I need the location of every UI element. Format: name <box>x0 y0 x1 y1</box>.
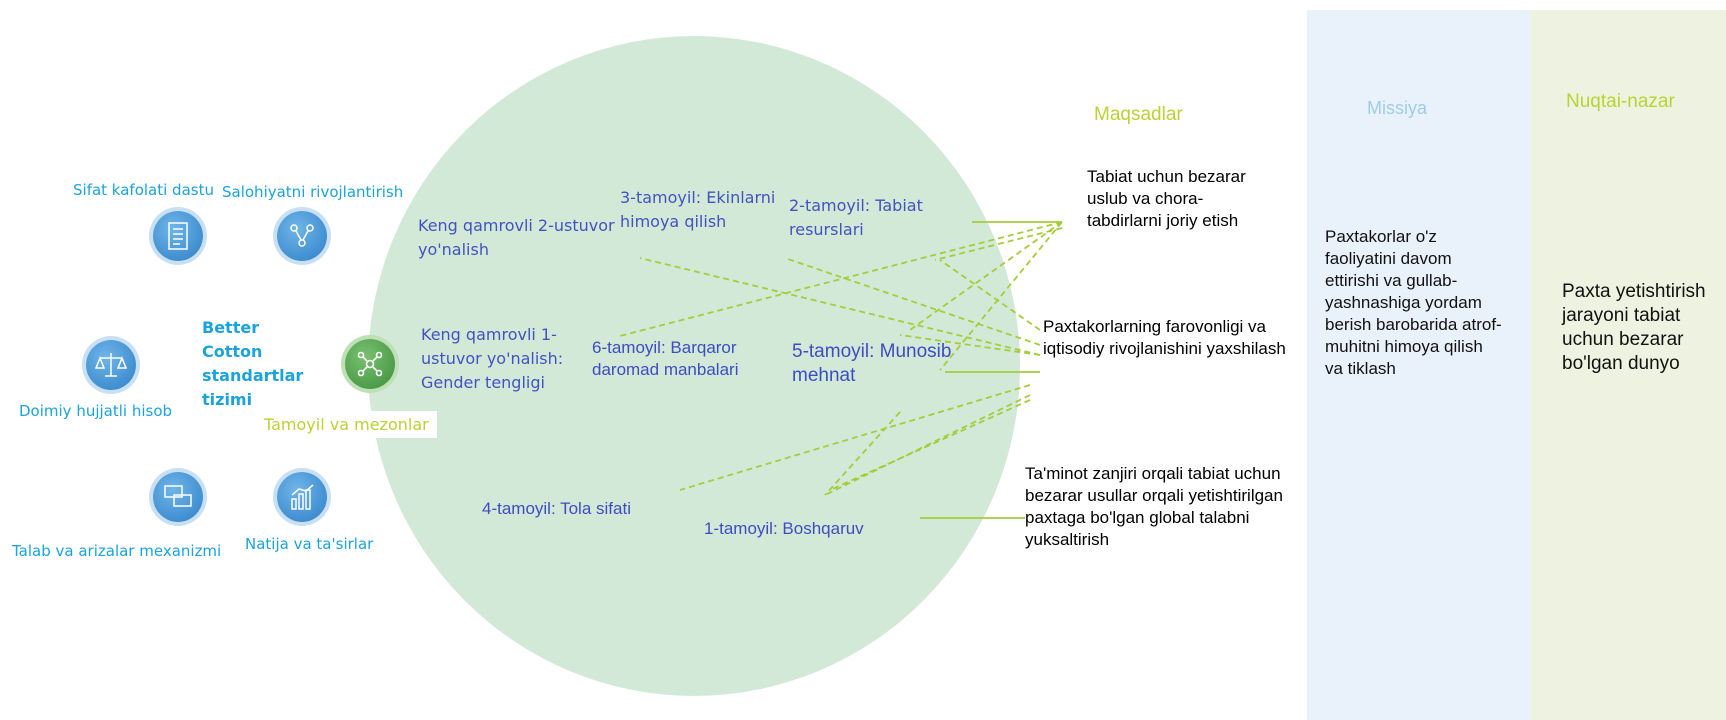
p3-goal2-link <box>784 257 1041 346</box>
principle-4: 4-tamoyil: Tola sifati <box>482 499 631 518</box>
principle-3: 3-tamoyil: Ekinlarni himoya qilish <box>620 188 776 231</box>
p2-goal2-link <box>939 259 1041 331</box>
tool-label-quality: Sifat kafolati dastu <box>73 181 214 199</box>
p2-goal1-link <box>934 227 1063 261</box>
p1-goal3-link <box>824 394 1031 496</box>
p4-goal3-link <box>679 384 1031 491</box>
mission-header: Missiya <box>1367 98 1428 118</box>
cross2-goal2-link <box>639 257 1041 356</box>
mission-panel <box>1307 10 1530 720</box>
cross-cutting-1: Keng qamrovli 1-ustuvor yo'nalish: Gende… <box>421 325 564 392</box>
goal-3: Ta'minot zanjiri orqali tabiat uchun bez… <box>1025 463 1295 551</box>
vision-panel <box>1530 10 1726 720</box>
p5b-goal1-link <box>939 221 1063 371</box>
people-network-icon <box>277 211 327 261</box>
principle-2: 2-tamoyil: Tabiat resurslari <box>789 196 923 239</box>
goals-header: Maqsadlar <box>1094 104 1183 125</box>
cross-cutting-2: Keng qamrovli 2-ustuvor yo'nalish <box>418 216 615 259</box>
tool-label-grievance: Talab va arizalar mexanizmi <box>12 542 222 560</box>
p5-p1-link <box>824 411 901 496</box>
tool-label-capacity: Salohiyatni rivojlantirish <box>222 183 404 201</box>
tool-label-outcomes: Natija va ta'sirlar <box>245 535 374 553</box>
principle-1: 1-tamoyil: Boshqaruv <box>704 519 864 538</box>
document-icon <box>153 211 203 261</box>
p5-goal1-link <box>909 221 1063 331</box>
center-label: Tamoyil va mezonlar <box>256 411 437 438</box>
bar-chart-icon <box>277 472 327 522</box>
principle-5: 5-tamoyil: Munosib mehnat <box>792 341 952 386</box>
network-icon <box>345 339 395 389</box>
vision-text: Paxta yetishtirish jarayoni tabiat uchun… <box>1562 281 1706 374</box>
mission-text: Paxtakorlar o'z faoliyatini davom ettiri… <box>1325 227 1502 378</box>
chat-icon <box>153 472 203 522</box>
p5-goal2-link <box>899 334 1041 356</box>
p1b-goal3-link <box>829 399 1031 491</box>
tool-label-records: Doimiy hujjatli hisob <box>19 402 173 420</box>
goal-2: Paxtakorlarning farovonligi va iqtisodiy… <box>1043 316 1291 360</box>
p6-goal1-link <box>619 221 1063 337</box>
scales-icon <box>86 340 136 390</box>
principles-circle <box>368 36 1020 696</box>
goal-1: Tabiat uchun bezarar uslub va chora-tabd… <box>1087 167 1246 230</box>
vision-header: Nuqtai-nazar <box>1566 91 1675 112</box>
principle-6: 6-tamoyil: Barqaror daromad manbalari <box>592 338 739 379</box>
system-title: Better Cotton standartlar tizimi <box>202 318 304 409</box>
